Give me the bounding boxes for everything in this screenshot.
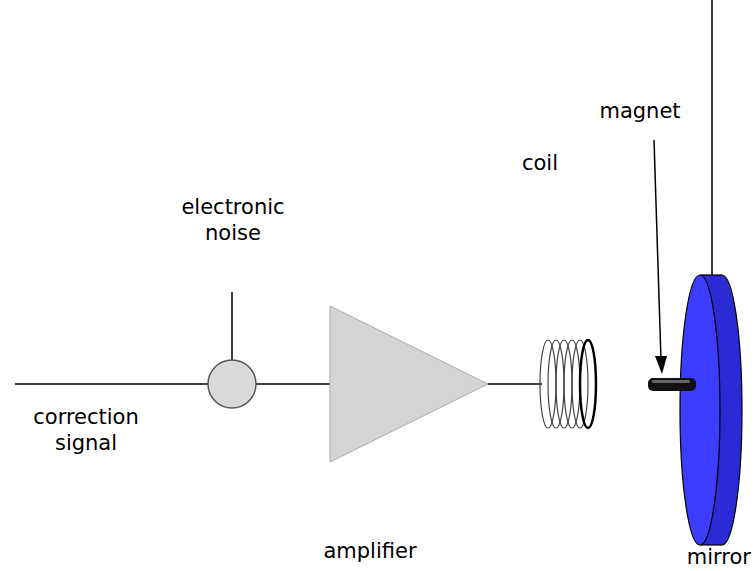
leader-arrowhead bbox=[655, 356, 667, 374]
magnet-body bbox=[648, 378, 696, 391]
amplifier-symbol bbox=[330, 306, 488, 462]
mirror-face bbox=[680, 275, 720, 545]
summing-junction bbox=[208, 360, 256, 408]
signal-wire bbox=[256, 383, 330, 385]
mirror-edge bbox=[700, 274, 722, 275]
part-label: amplifier bbox=[323, 538, 416, 564]
suspension-wire bbox=[711, 0, 713, 275]
signal-wire bbox=[15, 383, 208, 385]
coil-windings bbox=[540, 340, 596, 428]
part-label: mirror bbox=[687, 544, 751, 570]
coil-winding bbox=[580, 340, 596, 428]
magnet-highlight bbox=[652, 380, 690, 383]
part-label: coil bbox=[522, 150, 558, 176]
part-label: electronic noise bbox=[173, 194, 293, 246]
part-label: magnet bbox=[599, 98, 680, 124]
leader-line bbox=[654, 140, 661, 360]
coil-wire bbox=[488, 383, 542, 385]
part-label: correction signal bbox=[21, 404, 151, 456]
noise-wire bbox=[231, 292, 233, 360]
